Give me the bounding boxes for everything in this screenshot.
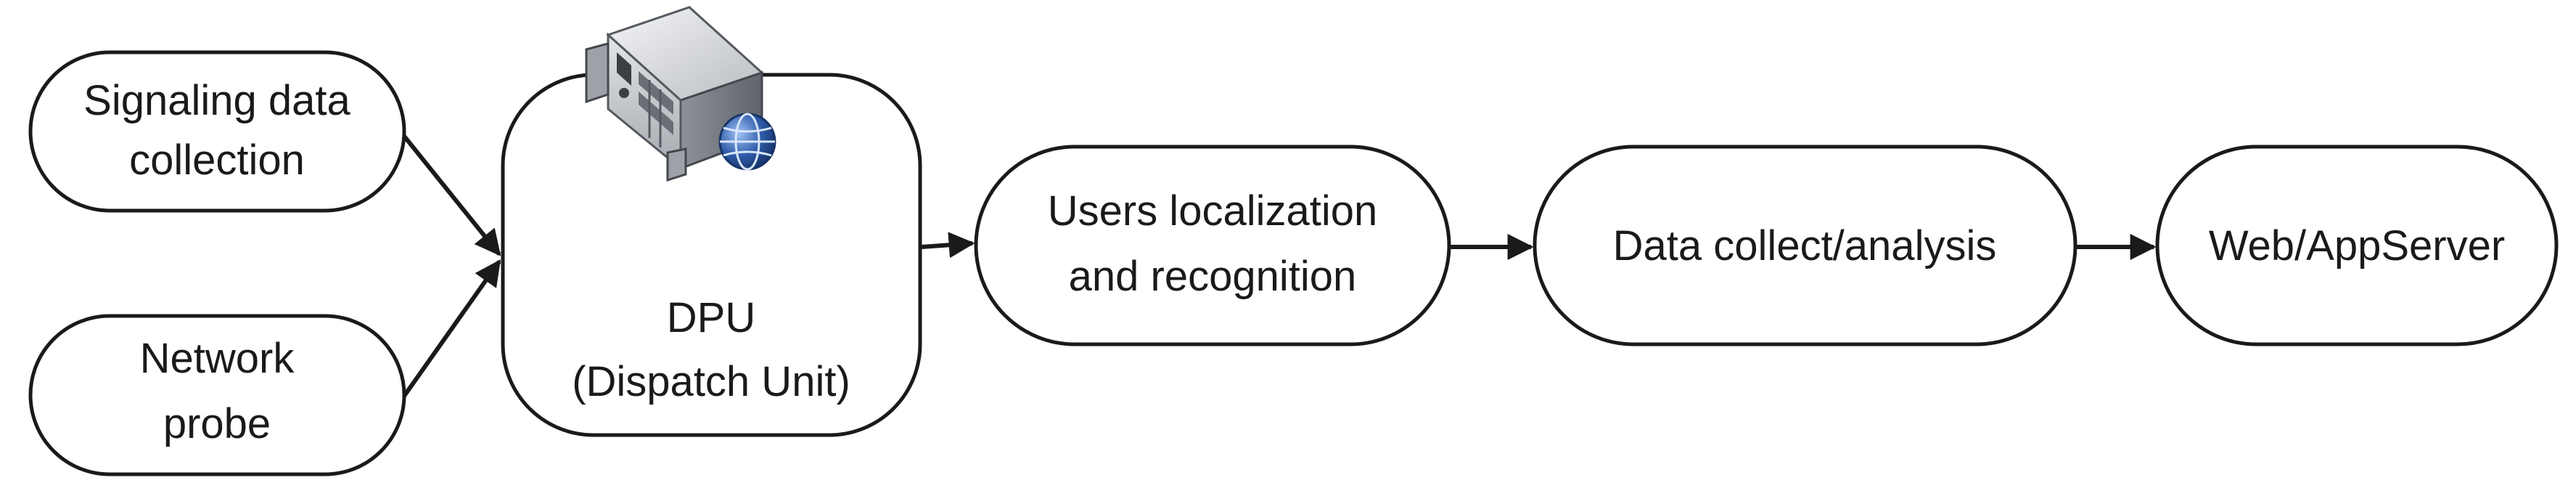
node-probe-line1: Network (140, 335, 295, 382)
node-web-appserver: Web/AppServer (2155, 145, 2559, 346)
edge-probe-to-dpu (401, 259, 501, 399)
node-signaling-line2: collection (129, 137, 305, 184)
node-users-localization: Users localization and recognition (974, 145, 1451, 346)
server-globe-icon (585, 6, 776, 182)
node-probe-line2: probe (163, 400, 271, 447)
node-dpu-line1: DPU (667, 294, 755, 341)
node-dpu: DPU (Dispatch Unit) (501, 73, 922, 437)
node-users-line2: and recognition (1069, 253, 1357, 300)
node-signaling-data-collection: Signaling data collection (28, 50, 406, 213)
node-web-label: Web/AppServer (2209, 222, 2505, 269)
edge-signaling-to-dpu (401, 133, 501, 256)
node-data-collect-analysis: Data collect/analysis (1533, 145, 2077, 346)
node-signaling-line1: Signaling data (83, 77, 350, 124)
node-dpu-line2: (Dispatch Unit) (572, 358, 850, 405)
node-collect-label: Data collect/analysis (1613, 222, 1997, 269)
node-network-probe: Network probe (28, 314, 406, 476)
edge-dpu-to-users (921, 232, 975, 259)
node-users-line1: Users localization (1048, 187, 1378, 235)
